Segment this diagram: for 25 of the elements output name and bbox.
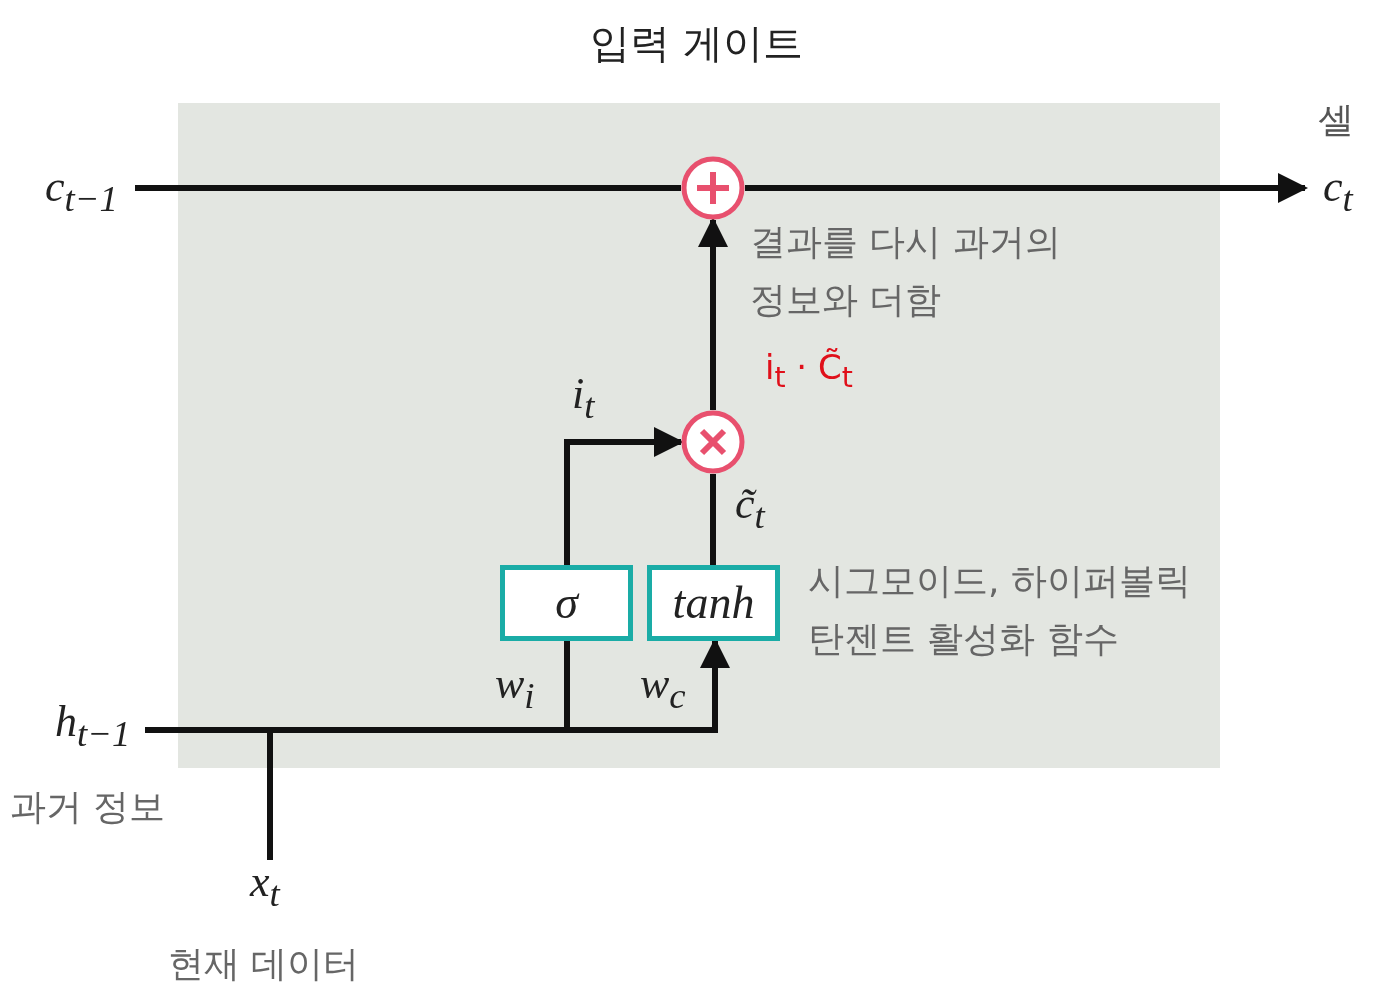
arrow [564,427,684,565]
note: 결과를 다시 과거의 정보와 더함 [750,220,1062,322]
arrow [698,217,728,410]
variable-label: x$_{t}$ [250,860,280,913]
variable-label: h$_{t−1}$ [55,700,131,753]
connector-line [567,638,730,733]
activation-box: tanh [647,565,780,641]
arrow [745,173,1308,203]
edge-label: w$_{i}$ [495,662,535,715]
node-label: 과거 정보 [10,785,166,829]
connector-line [270,727,567,733]
variable-label: c$_{t−1}$ [45,165,118,218]
connector-line [564,641,570,730]
edge-label: i$_{t}$ [572,372,595,425]
diagram-title: 입력 게이트 [590,19,803,68]
edge-label: w$_{c}$ [640,662,686,715]
cell-label: 셀 [1318,98,1354,142]
node-label: 현재 데이터 [168,942,360,986]
note: 시그모이드, 하이퍼볼릭 탄젠트 활성화 함수 [808,559,1192,661]
connector-line [267,730,273,860]
connector-line [145,727,270,733]
annotation: i$_{t}$ · C̃$_{t}$ [765,350,853,393]
activation-box: σ [500,565,633,641]
variable-label: c$_{t}$ [1323,165,1353,218]
edge-label: c̃$_{t}$ [735,482,765,535]
